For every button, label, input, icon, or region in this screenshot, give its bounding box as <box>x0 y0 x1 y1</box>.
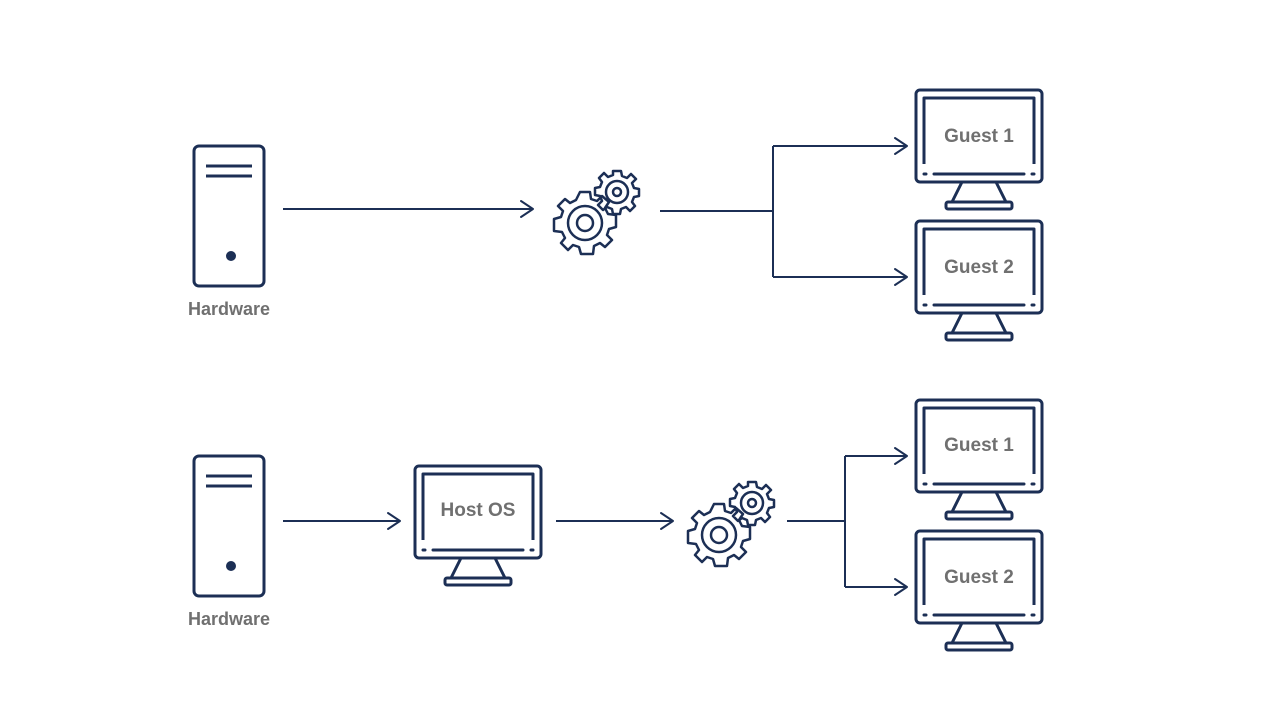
bottom-host-os-monitor: Host OS <box>413 464 543 587</box>
bottom-diagram: Hardware Host OS <box>188 398 1044 652</box>
server-tower-icon <box>192 144 266 288</box>
bottom-guest2-label: Guest 2 <box>944 567 1014 588</box>
top-hardware-label: Hardware <box>188 299 270 319</box>
bottom-host-os-label: Host OS <box>441 500 516 521</box>
top-hypervisor-gears <box>552 169 641 256</box>
top-guest1-monitor: Guest 1 <box>914 88 1044 211</box>
bottom-hardware-server: Hardware <box>188 454 270 629</box>
bottom-guest2-monitor: Guest 2 <box>914 529 1044 652</box>
bottom-guest1-monitor: Guest 1 <box>914 398 1044 521</box>
bottom-arrow-host-to-hypervisor <box>556 512 674 530</box>
top-guest2-label: Guest 2 <box>944 257 1014 278</box>
top-guest2-monitor: Guest 2 <box>914 219 1044 342</box>
monitor-icon <box>914 88 1044 211</box>
monitor-icon <box>413 464 543 587</box>
top-hardware-server: Hardware <box>188 144 270 319</box>
gears-icon <box>552 169 641 256</box>
bottom-hypervisor-gears <box>686 480 776 568</box>
bottom-arrow-hardware-to-host <box>283 512 401 530</box>
monitor-icon <box>914 398 1044 521</box>
bottom-guest1-label: Guest 1 <box>944 435 1014 456</box>
monitor-icon <box>914 219 1044 342</box>
top-branch-connector <box>660 137 908 286</box>
bottom-hardware-label: Hardware <box>188 609 270 629</box>
gears-icon <box>686 480 776 568</box>
bottom-branch-connector <box>787 447 908 596</box>
top-diagram: Hardware Guest 1 Guest 2 <box>188 88 1044 342</box>
monitor-icon <box>914 529 1044 652</box>
top-guest1-label: Guest 1 <box>944 126 1014 147</box>
top-arrow-hardware-to-hypervisor <box>283 200 534 218</box>
server-tower-icon <box>192 454 266 598</box>
